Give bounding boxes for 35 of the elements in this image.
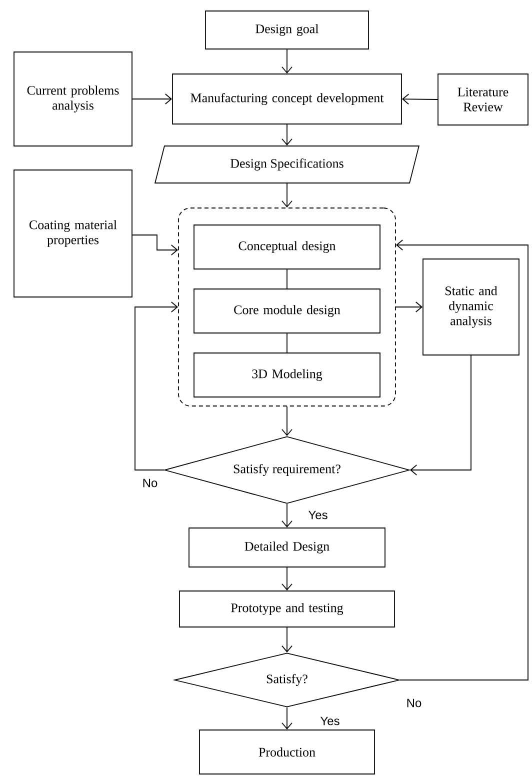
arrow: [396, 240, 528, 680]
arrow: [132, 94, 172, 104]
arrow: [134, 302, 178, 470]
arrow: [282, 567, 292, 591]
arrow: [282, 124, 292, 146]
process-box: Prototype and testing: [179, 590, 395, 628]
process-box: Detailed Design: [188, 528, 386, 568]
process-box: Core module design: [194, 288, 380, 334]
data-parallelogram: Design Specifications: [154, 146, 420, 184]
process-box: Production: [199, 730, 375, 774]
arrow: [396, 302, 423, 312]
arrow: [282, 406, 292, 436]
arrow: [282, 627, 292, 653]
process-box: Design goal: [205, 10, 369, 50]
process-box: Coating material properties: [14, 170, 132, 298]
connector-line: [286, 269, 288, 289]
connector-line: [286, 333, 288, 353]
process-box: Conceptual design: [194, 224, 380, 270]
arrow: [282, 504, 292, 528]
arrow: [282, 49, 292, 74]
edge-label: No: [405, 698, 423, 708]
process-box: Static and dynamic analysis: [422, 258, 520, 356]
edge-label: Yes: [319, 716, 341, 726]
arrow: [282, 183, 292, 208]
arrow: [282, 707, 292, 730]
process-box: Manufacturing concept development: [172, 74, 402, 124]
arrow: [402, 94, 438, 105]
edge-label: No: [141, 478, 159, 488]
dashed-group-frame: [178, 208, 396, 406]
process-box: Current problems analysis: [14, 52, 132, 146]
process-box: Literature Review: [438, 74, 528, 126]
process-box: 3D Modeling: [194, 352, 380, 398]
arrow: [410, 355, 472, 476]
edge-label: Yes: [307, 510, 329, 520]
arrow: [132, 234, 178, 256]
